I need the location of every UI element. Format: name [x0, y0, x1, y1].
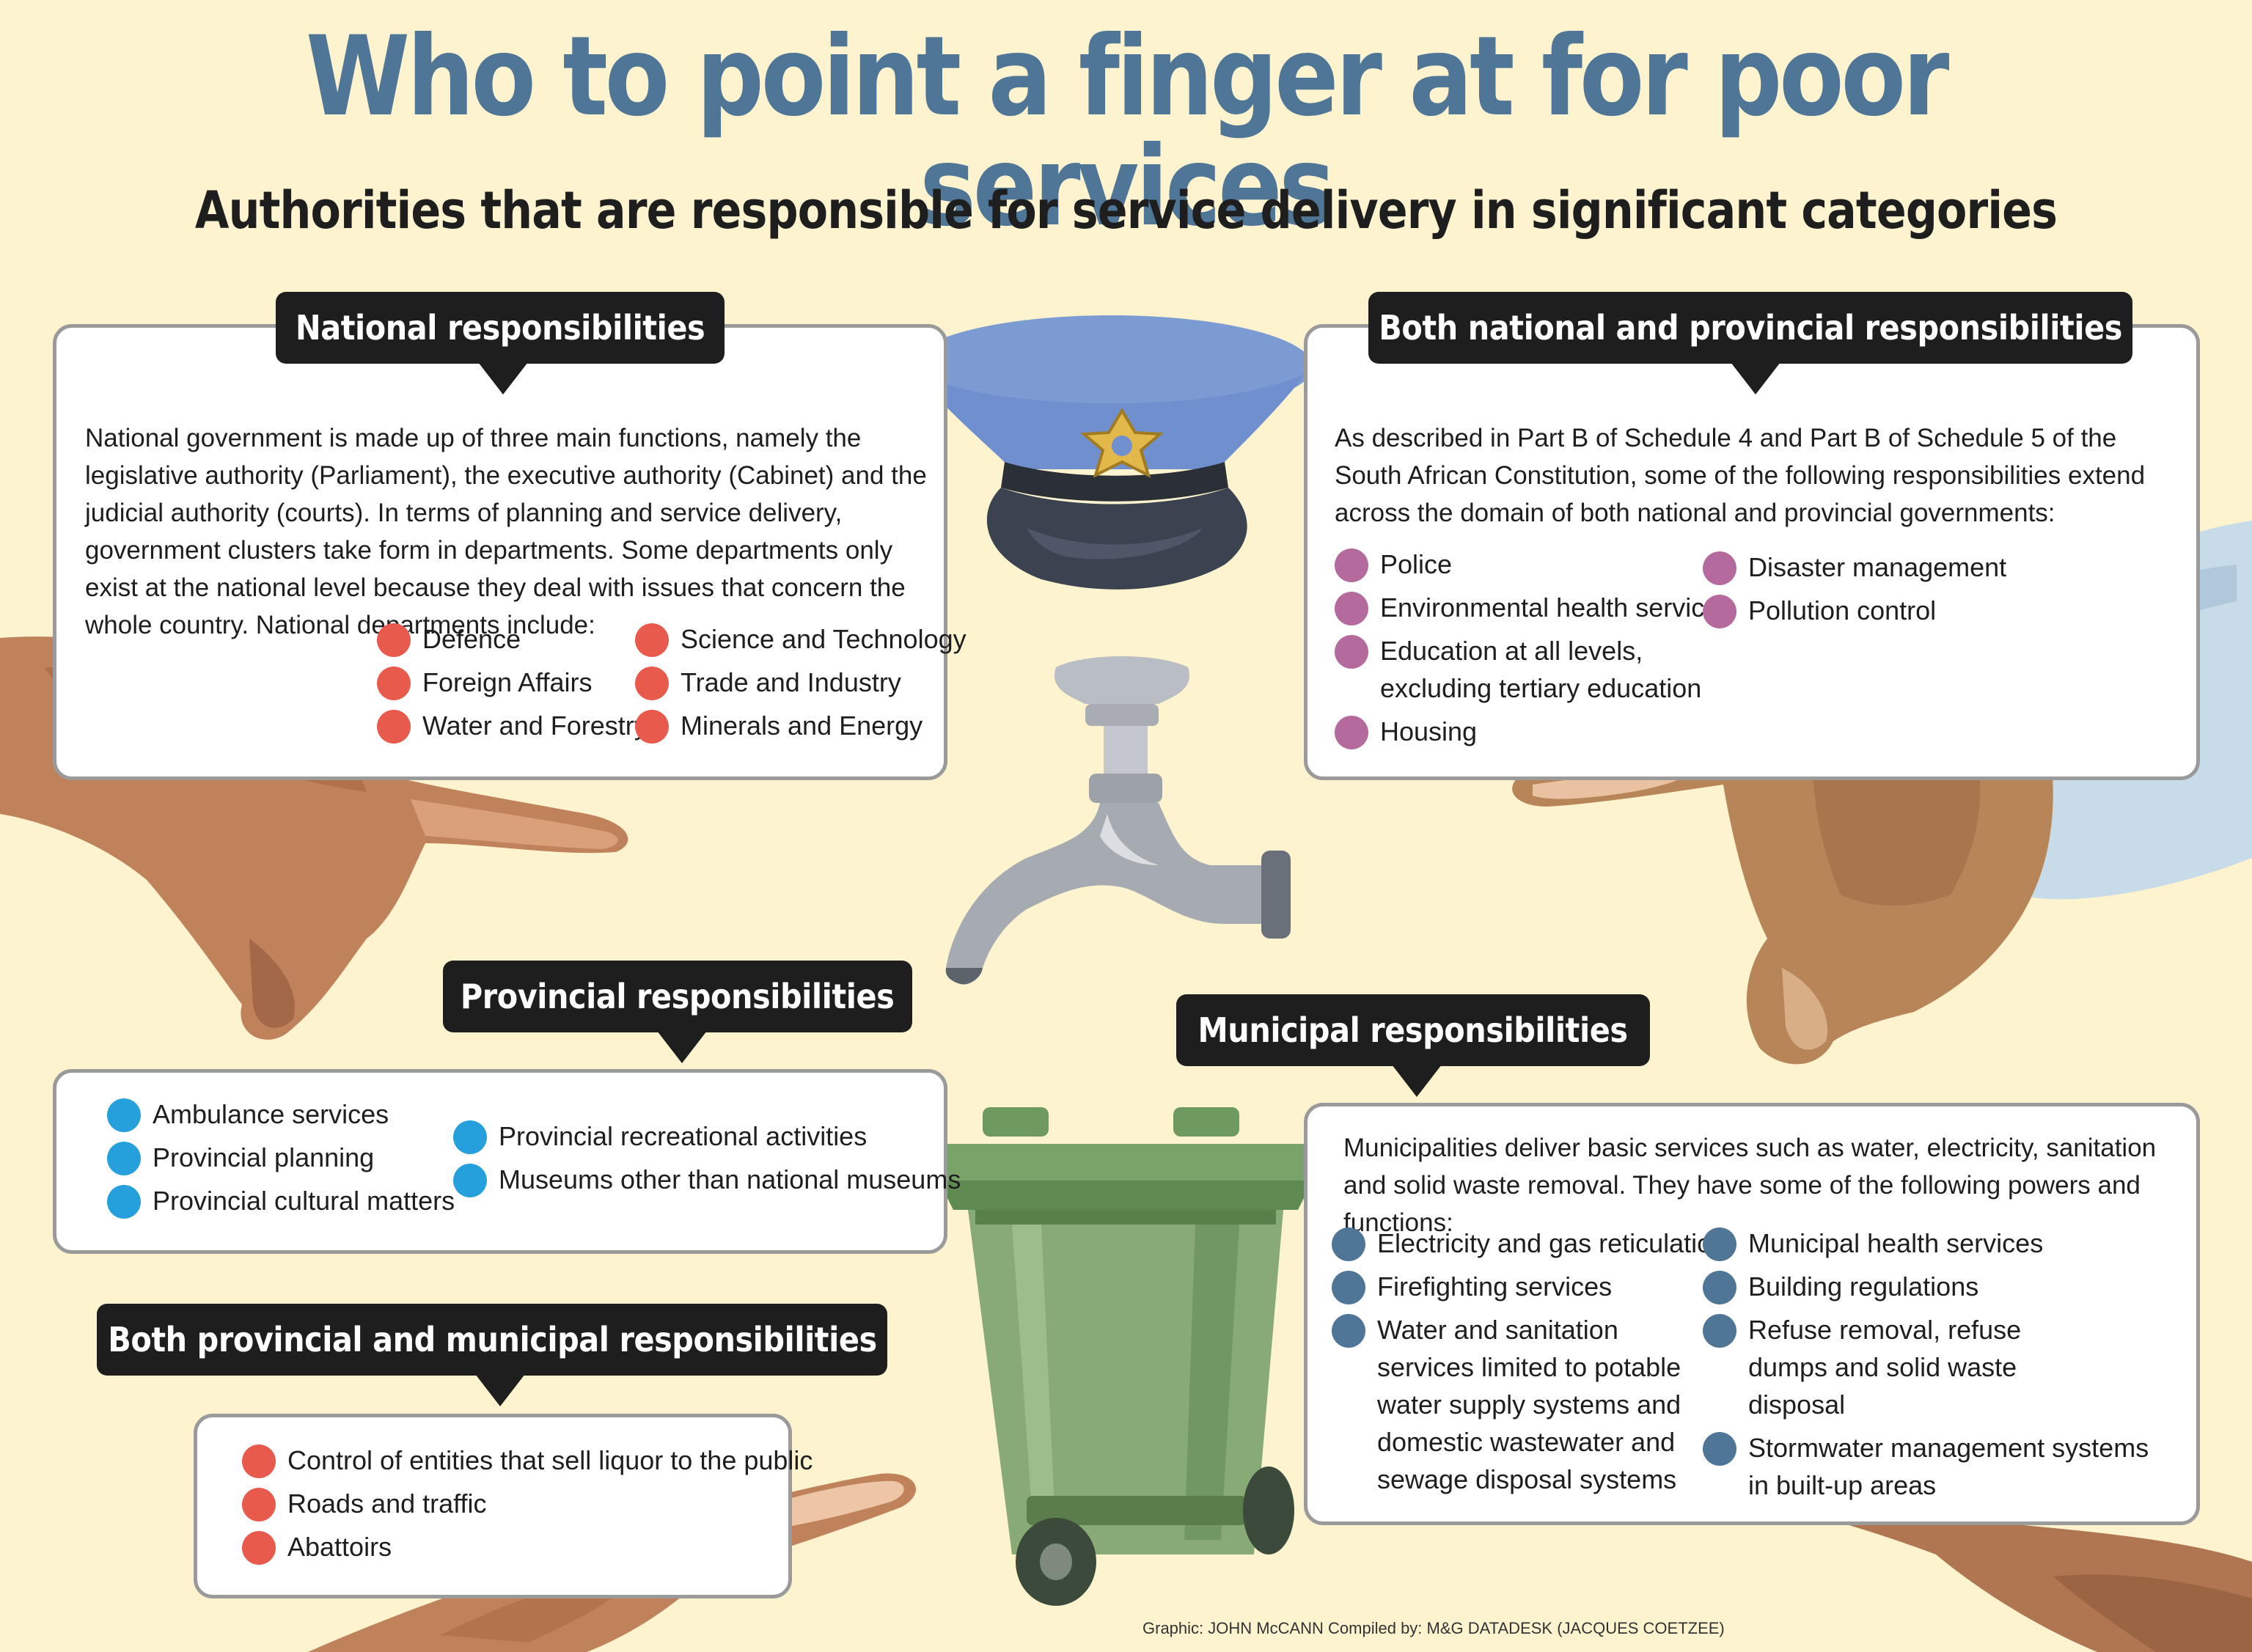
- list-item: Water and sanitation services limited to…: [1332, 1311, 1700, 1498]
- provincial-heading: Provincial responsibilities: [443, 961, 912, 1032]
- national-list-left: Defence Foreign Affairs Water and Forest…: [377, 620, 648, 750]
- list-item: Abattoirs: [242, 1528, 813, 1565]
- list-item: Ambulance services: [107, 1095, 455, 1133]
- bullet-dot: [377, 623, 411, 657]
- list-item: Foreign Affairs: [377, 664, 648, 701]
- provincial-municipal-panel: [194, 1414, 792, 1598]
- municipal-panel: [1304, 1103, 2200, 1525]
- provincial-list-right: Provincial recreational activities Museu…: [453, 1117, 961, 1204]
- provincial-list-left: Ambulance services Provincial planning P…: [107, 1095, 455, 1225]
- national-provincial-list-right: Disaster management Pollution control: [1703, 548, 2006, 635]
- list-item: Police: [1335, 546, 1732, 583]
- list-item: Roads and traffic: [242, 1485, 813, 1522]
- national-provincial-panel: [1304, 324, 2200, 780]
- list-item: Housing: [1335, 713, 1732, 750]
- bullet-dot: [107, 1185, 141, 1219]
- bullet-dot: [1703, 1227, 1736, 1261]
- bullet-dot: [1335, 592, 1368, 625]
- bullet-dot: [1703, 1314, 1736, 1348]
- bullet-dot: [635, 710, 669, 744]
- heading-pointer: [478, 362, 528, 394]
- bullet-dot: [1703, 595, 1736, 628]
- national-provincial-heading: Both national and provincial responsibil…: [1368, 292, 2132, 364]
- national-heading: National responsibilities: [276, 292, 725, 364]
- list-item: Firefighting services: [1332, 1268, 1726, 1305]
- provincial-panel: [53, 1069, 947, 1254]
- wheelie-bin-icon: [939, 1107, 1313, 1606]
- water-tap-icon: [945, 656, 1291, 985]
- bullet-dot: [635, 623, 669, 657]
- heading-pointer: [475, 1374, 525, 1406]
- provincial-municipal-heading: Both provincial and municipal responsibi…: [97, 1304, 887, 1376]
- national-description: National government is made up of three …: [85, 424, 927, 639]
- provincial-municipal-list: Control of entities that sell liquor to …: [242, 1442, 813, 1571]
- municipal-description: Municipalities deliver basic services su…: [1343, 1134, 2157, 1237]
- page-title: Who to point a finger at for poor servic…: [305, 13, 1949, 251]
- bullet-dot: [377, 667, 411, 700]
- list-item: Electricity and gas reticulation: [1332, 1225, 1726, 1262]
- list-item: Provincial planning: [107, 1139, 455, 1176]
- list-item: Minerals and Energy: [635, 707, 967, 744]
- bullet-dot: [1703, 551, 1736, 585]
- bullet-dot: [242, 1444, 276, 1478]
- bullet-dot: [1703, 1432, 1736, 1466]
- bullet-dot: [107, 1142, 141, 1175]
- list-item: Municipal health services: [1703, 1225, 2159, 1262]
- heading-pointer: [1731, 362, 1780, 394]
- bullet-dot: [377, 710, 411, 744]
- bullet-dot: [453, 1120, 487, 1154]
- bullet-dot: [242, 1488, 276, 1521]
- list-item: Building regulations: [1703, 1268, 2159, 1305]
- national-list-right: Science and Technology Trade and Industr…: [635, 620, 967, 750]
- municipal-list-right: Municipal health services Building regul…: [1703, 1225, 2159, 1510]
- heading-pointer: [657, 1031, 707, 1063]
- police-cap-icon: [909, 315, 1313, 590]
- list-item: Disaster management: [1703, 548, 2006, 586]
- list-item: Provincial recreational activities: [453, 1117, 961, 1155]
- bullet-dot: [1335, 548, 1368, 582]
- list-item: Refuse removal, refuse dumps and solid w…: [1703, 1311, 2093, 1423]
- national-provincial-list-left: Police Environmental health services Edu…: [1335, 546, 1732, 756]
- list-item: Control of entities that sell liquor to …: [242, 1442, 813, 1479]
- list-item: Stormwater management systems in built-u…: [1703, 1429, 2159, 1504]
- bullet-dot: [1335, 635, 1368, 669]
- municipal-heading: Municipal responsibilities: [1176, 994, 1650, 1066]
- list-item: Provincial cultural matters: [107, 1182, 455, 1219]
- list-item: Trade and Industry: [635, 664, 967, 701]
- list-item: Education at all levels, excluding terti…: [1335, 632, 1725, 707]
- national-provincial-description: As described in Part B of Schedule 4 and…: [1335, 424, 2146, 527]
- list-item: Science and Technology: [635, 620, 967, 658]
- heading-pointer: [1392, 1065, 1442, 1097]
- bullet-dot: [635, 667, 669, 700]
- municipal-list-left: Electricity and gas reticulation Firefig…: [1332, 1225, 1726, 1504]
- list-item: Water and Forestry: [377, 707, 648, 744]
- bullet-dot: [1335, 716, 1368, 749]
- bullet-dot: [107, 1098, 141, 1132]
- bullet-dot: [1332, 1271, 1365, 1304]
- bullet-dot: [453, 1164, 487, 1197]
- list-item: Defence: [377, 620, 648, 658]
- page-subtitle: Authorities that are responsible for ser…: [194, 180, 2058, 241]
- bullet-dot: [1703, 1271, 1736, 1304]
- bullet-dot: [1332, 1314, 1365, 1348]
- list-item: Environmental health services: [1335, 589, 1732, 626]
- credit-line: Graphic: JOHN McCANN Compiled by: M&G DA…: [1142, 1619, 1725, 1637]
- bullet-dot: [1332, 1227, 1365, 1261]
- bullet-dot: [242, 1531, 276, 1565]
- list-item: Pollution control: [1703, 592, 2006, 629]
- list-item: Museums other than national museums: [453, 1161, 961, 1198]
